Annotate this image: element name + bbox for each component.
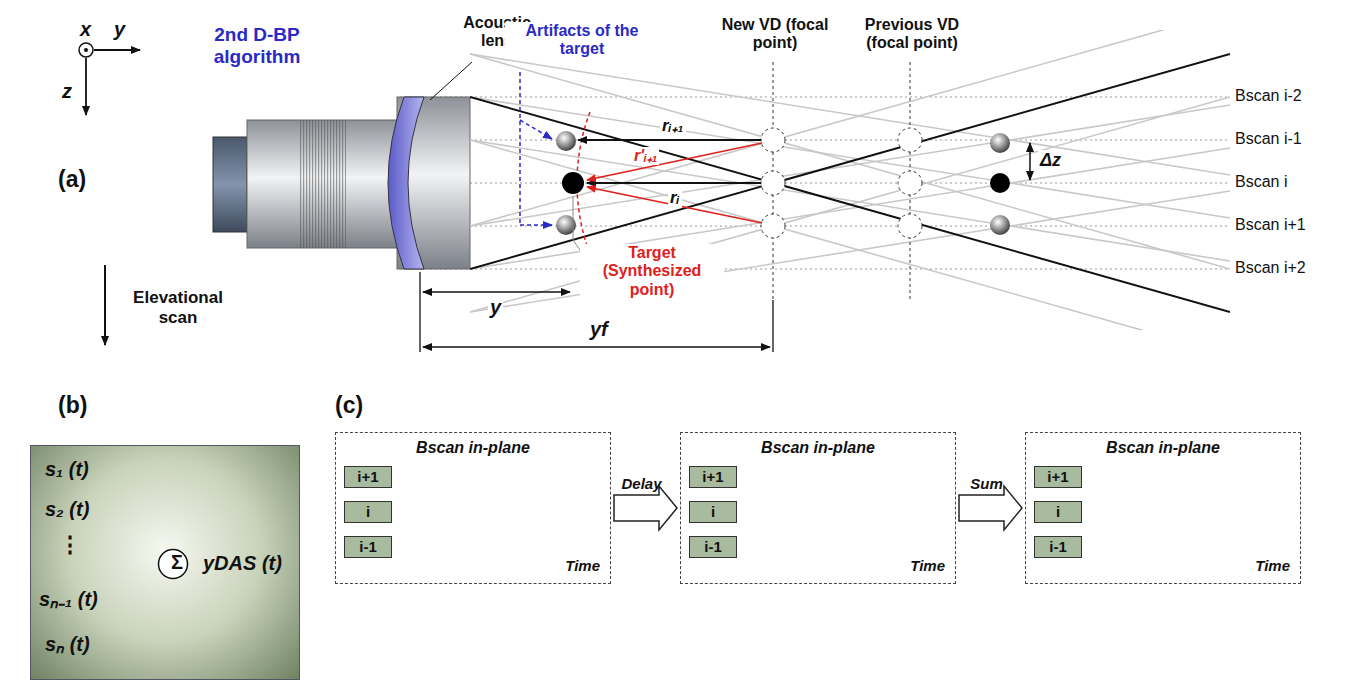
- transducer: [213, 62, 472, 269]
- row-index: i+1: [1035, 468, 1081, 485]
- row-index-box: i+1: [344, 466, 392, 488]
- bscan-panel: Bscan in-planeTime i+1 i i-1: [1025, 432, 1301, 584]
- label: Previous VD (focal point): [845, 16, 979, 53]
- edge-label: Delay: [619, 475, 663, 492]
- signal-text: yDAS (t): [203, 552, 282, 575]
- delay-line: [587, 143, 762, 180]
- panel-text: Bscan in-plane: [336, 439, 610, 457]
- bscan-panel: Bscan in-planeTime i+1 i i-1: [680, 432, 956, 584]
- row-index: i+1: [345, 468, 391, 485]
- label: z: [60, 80, 74, 103]
- panel-text: Time: [1255, 557, 1290, 574]
- axis-y: [94, 49, 140, 51]
- panel-text: Time: [565, 557, 600, 574]
- row-index-box: i+1: [1034, 466, 1082, 488]
- distance-line: [578, 139, 761, 141]
- edge-label: Sum: [968, 475, 1005, 492]
- leader: [573, 196, 580, 250]
- label: r'ᵢ₊₁: [632, 147, 659, 165]
- signal-text: sₙ₋₁ (t): [39, 585, 98, 612]
- label: 2nd D-BP algorithm: [180, 24, 334, 68]
- label: yf: [588, 318, 610, 341]
- row-index-box: i-1: [689, 536, 737, 558]
- bscan-lines: [400, 97, 1228, 269]
- signal-text: s₁ (t): [45, 458, 89, 481]
- axis-x: [79, 43, 93, 57]
- row-index-box: i-1: [1034, 536, 1082, 558]
- label: Bscan i: [1233, 173, 1289, 191]
- block-arrow: [959, 486, 1022, 530]
- row-index: i: [690, 503, 736, 520]
- label: Artifacts of the target: [505, 22, 659, 59]
- axis-z: [85, 58, 87, 115]
- label: y: [488, 296, 503, 319]
- row-index: i+1: [690, 468, 736, 485]
- label: Bscan i-2: [1233, 87, 1304, 105]
- label: Target (Synthesized point): [580, 244, 724, 299]
- signal-text: sₙ (t): [45, 630, 90, 657]
- row-index: i-1: [1035, 538, 1081, 555]
- row-index-box: i: [1034, 501, 1082, 523]
- label: (c): [333, 392, 365, 418]
- artifact: [556, 131, 576, 151]
- label: Bscan i-1: [1233, 130, 1304, 148]
- label: (b): [56, 392, 89, 418]
- label: y: [112, 18, 127, 41]
- row-index: i: [345, 503, 391, 520]
- label: rᵢ: [668, 188, 682, 208]
- bscan-panel: Bscan in-planeTime i+1 i i-1: [335, 432, 611, 584]
- row-index-box: i: [689, 501, 737, 523]
- artifact-leader: [520, 72, 552, 225]
- sum-symbol: Σ: [157, 551, 197, 574]
- delay-line: [587, 187, 762, 223]
- label: rᵢ₊₁: [660, 116, 686, 136]
- panel-text: Time: [910, 557, 945, 574]
- target: [562, 172, 584, 194]
- scan-arrow: [104, 265, 106, 345]
- distance-line: [587, 182, 761, 184]
- label: Bscan i+2: [1233, 259, 1308, 277]
- row-index-box: i: [344, 501, 392, 523]
- panel-text: Bscan in-plane: [681, 439, 955, 457]
- label: Δz: [1038, 150, 1063, 171]
- acoustic-lens: [388, 97, 424, 269]
- focus-beam: [470, 54, 1230, 312]
- row-index-box: i+1: [689, 466, 737, 488]
- label: (a): [56, 166, 88, 192]
- row-index: i: [1035, 503, 1081, 520]
- label: Elevational scan: [116, 288, 240, 327]
- label: x: [78, 18, 93, 41]
- signal-text: s₂ (t): [45, 498, 89, 521]
- dz-arrow: [1029, 143, 1031, 180]
- row-index: i-1: [345, 538, 391, 555]
- das-panel: s₁ (t) s₂ (t) ⋮ sₙ₋₁ (t) sₙ (t) yDAS (t) Σ: [30, 445, 300, 680]
- beam-lines: [470, 30, 1230, 330]
- panel-text: Bscan in-plane: [1026, 439, 1300, 457]
- label: New VD (focal point): [713, 16, 837, 53]
- signal-text: ⋮: [59, 532, 81, 558]
- virtual-detectors: [761, 62, 922, 300]
- sum-node: Σ: [157, 548, 197, 580]
- label: Bscan i+1: [1233, 216, 1308, 234]
- row-index: i-1: [690, 538, 736, 555]
- block-arrow: [614, 486, 677, 530]
- row-index-box: i-1: [344, 536, 392, 558]
